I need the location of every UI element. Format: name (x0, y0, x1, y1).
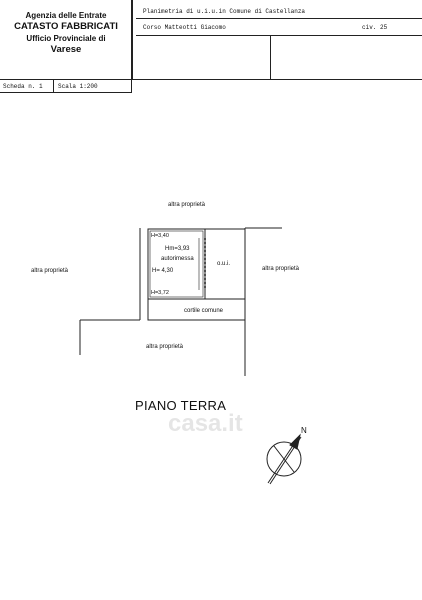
north-compass (266, 433, 302, 485)
courtyard (147, 298, 246, 321)
scheda-row (0, 80, 132, 93)
label-height-mid: H= 4,30 (152, 268, 174, 274)
label-neighbor-unit: o.u.i. (217, 261, 231, 267)
address-text: Corso Matteotti Giacomo (143, 24, 226, 31)
label-top-property: altra proprietà (168, 202, 206, 208)
label-room-name: autorimessa (161, 256, 194, 262)
floor-title: PIANO TERRA (135, 398, 227, 413)
label-left-property: altra proprietà (31, 268, 69, 274)
planimetry-description: Planimetria di u.i.u.in Comune di Castel… (143, 8, 306, 15)
header-divider-2 (136, 35, 422, 36)
scheda-number: Scheda n. 1 (3, 83, 43, 90)
agency-header-box: Agenzia delle Entrate CATASTO FABBRICATI… (0, 0, 132, 80)
garage-inner (149, 230, 204, 298)
scale-text: Scala 1:200 (58, 83, 98, 90)
civic-number: civ. 25 (362, 24, 388, 31)
agency-name: Agenzia delle Entrate (25, 11, 107, 20)
label-height-top: H=3,40 (151, 233, 169, 239)
header-vertical-divider (270, 36, 271, 80)
label-courtyard: cortile comune (184, 308, 224, 314)
label-height-bottom: H=3,72 (151, 290, 169, 296)
catasto-title: CATASTO FABBRICATI (14, 21, 118, 32)
label-average-height: Hm=3,93 (165, 246, 190, 252)
label-bottom-property: altra proprietà (146, 344, 184, 350)
watermark-logo: casa.it (168, 410, 243, 437)
garage-room (147, 228, 206, 300)
office-name: Ufficio Provinciale di (26, 34, 106, 43)
compass-north-letter: N (301, 426, 307, 435)
property-header-box (132, 0, 422, 80)
header-divider-1 (136, 18, 422, 19)
scheda-divider (53, 80, 54, 93)
label-right-property: altra proprietà (262, 266, 300, 272)
province-name: Varese (50, 44, 82, 55)
